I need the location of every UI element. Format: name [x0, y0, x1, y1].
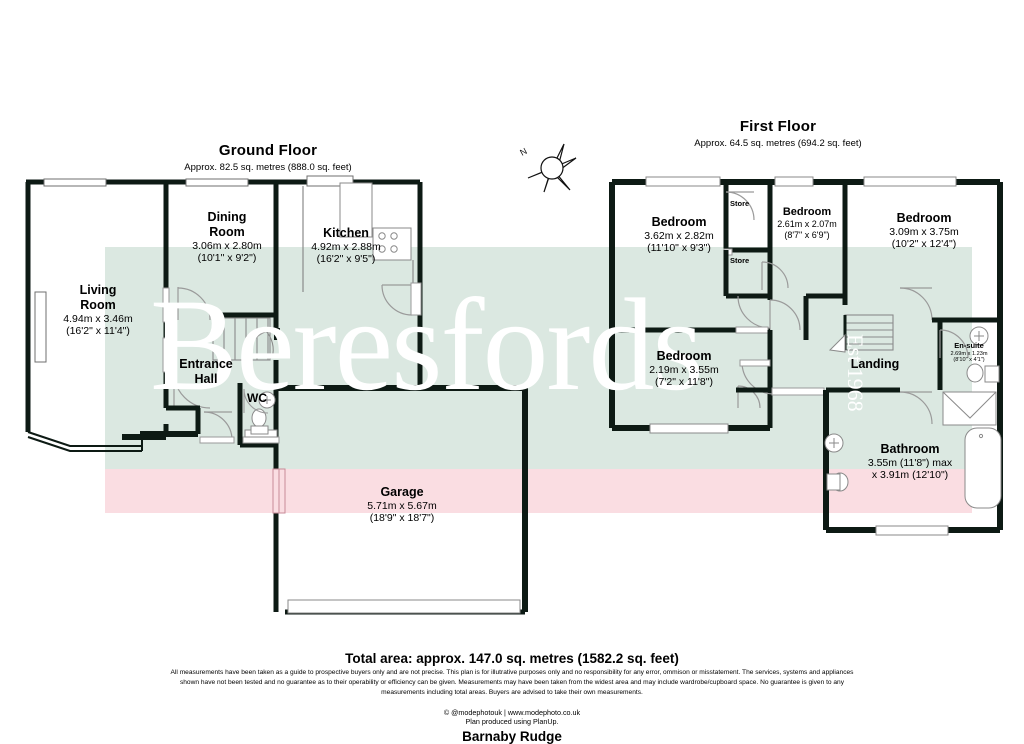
bedroom-2-imperial: (8'7" x 6'9"): [784, 229, 830, 240]
first-floor-heading: First Floor Approx. 64.5 sq. metres (694…: [668, 118, 888, 149]
bedroom-1-imperial: (11'10" x 9'3"): [647, 242, 711, 255]
garage-metric: 5.71m x 5.67m: [367, 499, 437, 512]
first-floor-subtitle: Approx. 64.5 sq. metres (694.2 sq. feet): [694, 138, 862, 149]
room-label-dining-room: Dining Room 3.06m x 2.80m (10'1" x 9'2"): [164, 210, 290, 264]
room-label-en-suite: En-suite 2.69m x 1.23m (8'10" x 4'1"): [937, 341, 1001, 364]
ground-floor-subtitle: Approx. 82.5 sq. metres (888.0 sq. feet): [184, 162, 352, 173]
dining-room-name-line2: Room: [209, 224, 245, 239]
produced-by-text: Plan produced using PlanUp.: [465, 717, 559, 726]
bedroom-1-name: Bedroom: [651, 215, 707, 229]
bedroom-2-name: Bedroom: [782, 206, 832, 218]
bedroom-4-imperial: (7'2" x 11'8"): [655, 376, 713, 389]
kitchen-metric: 4.92m x 2.88m: [311, 240, 381, 253]
landing-name: Landing: [850, 357, 900, 371]
bedroom-3-name: Bedroom: [896, 211, 952, 225]
ground-floor-heading: Ground Floor Approx. 82.5 sq. metres (88…: [158, 142, 378, 173]
dining-room-name-line1: Dining: [207, 210, 247, 224]
entrance-hall-name-line2: Hall: [194, 371, 218, 386]
dining-room-metric: 3.06m x 2.80m: [192, 239, 262, 252]
en-suite-imperial: (8'10" x 4'1"): [953, 357, 985, 364]
bathroom-name: Bathroom: [880, 442, 940, 456]
living-room-name-line2: Room: [80, 297, 116, 312]
compass-rose: N: [518, 143, 577, 193]
living-room-imperial: (16'2" x 11'4"): [66, 324, 130, 337]
room-label-kitchen: Kitchen 4.92m x 2.88m (16'2" x 9'5"): [286, 226, 406, 266]
garage-imperial: (18'9" x 18'7"): [369, 512, 435, 525]
bedroom-4-name: Bedroom: [656, 349, 712, 363]
bathroom-imperial: x 3.91m (12'10"): [871, 469, 949, 482]
bedroom-1-metric: 3.62m x 2.82m: [644, 229, 714, 242]
watermark-est: Est 1968: [843, 334, 868, 412]
kitchen-imperial: (16'2" x 9'5"): [316, 253, 376, 266]
first-floor-title: First Floor: [739, 118, 817, 135]
kitchen-name: Kitchen: [323, 226, 369, 240]
dining-room-imperial: (10'1" x 9'2"): [197, 251, 257, 264]
entrance-hall-name-line1: Entrance: [179, 357, 233, 371]
en-suite-name: En-suite: [954, 341, 984, 350]
bathroom-metric: 3.55m (11'8") max: [867, 456, 953, 469]
living-room-name-line1: Living: [79, 283, 117, 297]
room-label-bedroom-2: Bedroom 2.61m x 2.07m (8'7" x 6'9"): [752, 206, 862, 240]
room-label-garage: Garage 5.71m x 5.67m (18'9" x 18'7"): [337, 485, 467, 525]
bedroom-2-metric: 2.61m x 2.07m: [777, 218, 837, 229]
store-label-1: Store: [730, 199, 750, 208]
compass-north-label: N: [518, 146, 528, 158]
room-label-bathroom: Bathroom 3.55m (11'8") max x 3.91m (12'1…: [843, 442, 977, 482]
room-label-bedroom-3: Bedroom 3.09m x 3.75m (10'2" x 12'4"): [862, 211, 986, 251]
room-label-landing: Landing: [838, 357, 912, 372]
property-name: Barnaby Rudge: [462, 729, 562, 744]
garage-name: Garage: [380, 485, 424, 499]
bedroom-3-metric: 3.09m x 3.75m: [889, 225, 959, 238]
bedroom-3-imperial: (10'2" x 12'4"): [891, 238, 957, 251]
living-room-metric: 4.94m x 3.46m: [63, 312, 133, 325]
ground-floor-title: Ground Floor: [218, 142, 318, 159]
room-label-bedroom-1: Bedroom 3.62m x 2.82m (11'10" x 9'3"): [614, 215, 744, 255]
total-area-text: Total area: approx. 147.0 sq. metres (15…: [345, 651, 679, 666]
room-label-living-room: Living Room 4.94m x 3.46m (16'2" x 11'4"…: [36, 283, 160, 337]
room-label-wc: WC: [247, 391, 267, 405]
room-label-bedroom-4: Bedroom 2.19m x 3.55m (7'2" x 11'8"): [622, 349, 746, 389]
disclaimer-text: All measurements have been taken as a gu…: [170, 669, 854, 697]
copyright-text: © @modephotouk | www.modephoto.co.uk: [443, 708, 581, 717]
store-label-2: Store: [730, 256, 750, 265]
room-label-entrance-hall: Entrance Hall: [166, 357, 246, 387]
en-suite-metric: 2.69m x 1.23m: [950, 350, 988, 357]
bedroom-4-metric: 2.19m x 3.55m: [649, 363, 719, 376]
